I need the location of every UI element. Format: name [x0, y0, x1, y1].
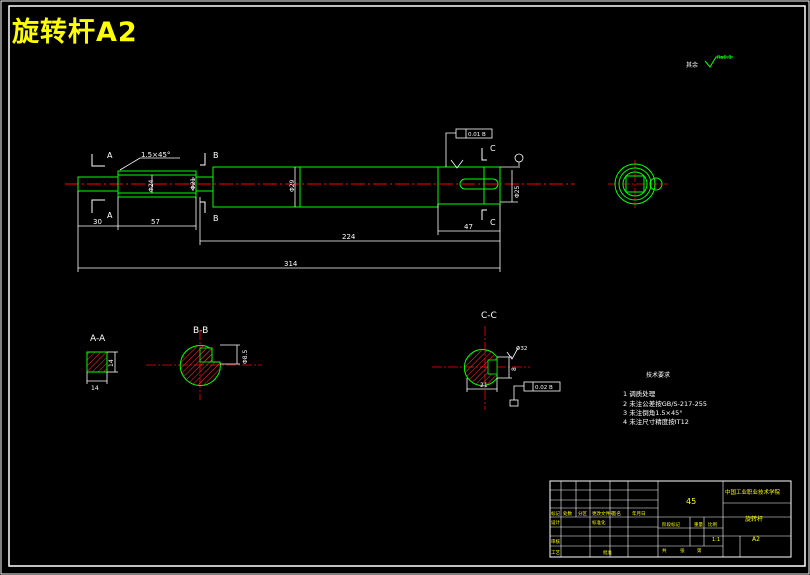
svg-text:14: 14: [91, 385, 99, 392]
tech-req-item-2: 2 未注公差按GB/S-217-255: [623, 399, 707, 408]
svg-text:审核: 审核: [551, 538, 560, 545]
dia-29: Φ29: [289, 179, 296, 192]
tb-labels: 标记 处数 分区 更改文件号 签名 年月日 设计 标准化 审核 工艺 批准 阶段…: [551, 510, 717, 556]
tb-company: 中国工业职业技术学院: [725, 488, 781, 496]
main-view: 1.5×45° 30 57 224 47 314 Φ24 Φ21 Φ29 Φ25…: [65, 128, 575, 272]
tb-material: 45: [686, 497, 696, 506]
svg-text:阶段标记: 阶段标记: [662, 521, 680, 528]
svg-text:标记: 标记: [551, 510, 560, 517]
svg-text:C-C: C-C: [481, 311, 497, 321]
svg-text:0.02 B: 0.02 B: [535, 385, 553, 391]
drawing-title: 旋转杆A2: [12, 17, 138, 48]
svg-text:标准化: 标准化: [592, 519, 606, 526]
svg-text:张: 张: [680, 547, 685, 554]
svg-text:C: C: [490, 218, 496, 227]
tb-part-name: 旋转杆: [745, 515, 763, 523]
section-marker-letters: A A B B C C: [107, 144, 496, 227]
svg-text:B: B: [213, 214, 219, 223]
dia-21: Φ21: [190, 177, 197, 190]
svg-text:设计: 设计: [551, 519, 560, 526]
dia-25: Φ25: [514, 185, 521, 198]
svg-text:B-B: B-B: [193, 326, 208, 336]
svg-text:Ra6.3: Ra6.3: [717, 55, 731, 61]
svg-text:年月日: 年月日: [632, 510, 646, 517]
roughness-note: 其余 Ra6.3: [686, 55, 733, 69]
svg-text:C: C: [490, 144, 496, 153]
len-57: 57: [151, 218, 160, 226]
svg-text:14: 14: [108, 359, 115, 367]
svg-text:分区: 分区: [578, 510, 587, 517]
tech-req-item-3: 3 未注倒角1.5×45°: [623, 408, 683, 417]
svg-text:A-A: A-A: [90, 334, 106, 344]
svg-text:共: 共: [662, 547, 667, 554]
svg-text:0.01 B: 0.01 B: [468, 132, 486, 138]
section-aa: A-A 14 14: [86, 334, 118, 392]
svg-text:其余: 其余: [686, 61, 698, 69]
svg-text:第: 第: [697, 547, 702, 554]
tb-drawing-no: A2: [752, 536, 760, 543]
svg-text:批准: 批准: [603, 549, 612, 556]
svg-text:重量: 重量: [694, 521, 703, 528]
shaft-outline: [77, 166, 501, 208]
tb-scale: 1:1: [712, 537, 720, 543]
svg-text:工艺: 工艺: [551, 550, 560, 556]
svg-text:更改文件号: 更改文件号: [592, 510, 615, 517]
section-cc: C-C 8 21 Φ32 0.02 B: [432, 311, 561, 410]
svg-text:21: 21: [480, 382, 488, 389]
end-view: [608, 160, 668, 208]
svg-text:8: 8: [511, 367, 518, 371]
dimension-texts: 1.5×45° 30 57 224 47 314 Φ24 Φ21 Φ29 Φ25: [93, 151, 521, 268]
len-224: 224: [342, 233, 356, 241]
svg-text:A: A: [107, 211, 113, 220]
section-markers: [91, 148, 487, 220]
svg-text:处数: 处数: [563, 510, 572, 517]
dimension-lines: [77, 157, 518, 272]
dia-24: Φ24: [148, 179, 155, 192]
len-314: 314: [284, 260, 298, 268]
svg-text:B: B: [213, 151, 219, 160]
tech-req-title: 技术要求: [646, 371, 670, 379]
chamfer-label: 1.5×45°: [141, 151, 170, 159]
svg-text:A: A: [107, 151, 113, 160]
tech-req-item-1: 1 调质处理: [623, 389, 656, 398]
len-47: 47: [464, 223, 473, 231]
tech-req-item-4: 4 未注尺寸精度按IT12: [623, 417, 689, 426]
datum-symbol: [514, 153, 524, 168]
title-block: 45 中国工业职业技术学院 旋转杆 A2 1:1 标记 处数 分区 更改文件号 …: [549, 480, 792, 558]
svg-text:签名: 签名: [612, 510, 621, 517]
tolerance-frame-1: 0.01 B: [445, 128, 493, 169]
inner-border: [8, 5, 806, 567]
svg-text:比例: 比例: [708, 521, 717, 528]
tech-requirements: 技术要求 1 调质处理 2 未注公差按GB/S-217-255 3 未注倒角1.…: [623, 371, 707, 426]
section-bb: B-B Φ8.5: [146, 326, 262, 400]
svg-text:Φ8.5: Φ8.5: [242, 350, 249, 364]
svg-text:Φ32: Φ32: [516, 346, 527, 352]
len-30: 30: [93, 218, 102, 226]
